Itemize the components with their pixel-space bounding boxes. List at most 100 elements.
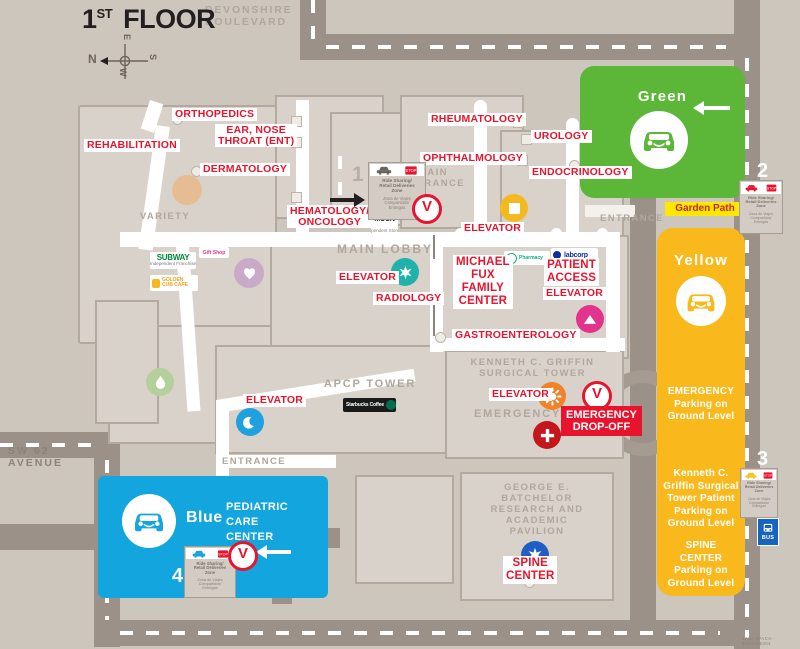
heart-icon <box>234 258 264 288</box>
road-dash-north <box>326 45 726 49</box>
west-notch <box>95 300 159 424</box>
half-moon-logo-sub: Independent Store Inc <box>371 228 398 233</box>
svg-text:STOP: STOP <box>767 186 777 190</box>
starbucks-logo-text: Starbucks Coffee <box>346 402 384 408</box>
compass-n: N <box>88 52 97 66</box>
valet-marker-blue[interactable]: V <box>228 541 258 571</box>
green-garage-car-icon <box>630 111 688 169</box>
valet-marker-main[interactable]: V <box>412 194 442 224</box>
pictogram-gastroenterology <box>435 332 446 343</box>
rideshare-sign-1-icons: STOP <box>370 164 424 176</box>
emergency-dropoff-label[interactable]: EMERGENCY DROP-OFF <box>561 406 642 437</box>
rideshare-sign-2[interactable]: STOP Ride Sharing/ Retail Deliveries Zon… <box>739 180 783 234</box>
gift-shop-logo[interactable]: Gift Shop <box>199 247 229 258</box>
label-dermatology[interactable]: DERMATOLOGY <box>200 163 291 176</box>
arrow-main-entrance <box>330 192 366 213</box>
blue-garage[interactable]: Blue PEDIATRIC CARE CENTER <box>98 476 328 598</box>
yellow-garage-car-icon <box>676 276 726 326</box>
compass-w: W <box>118 68 128 77</box>
street-label-sw62: SW 62 AVENUE <box>8 445 63 470</box>
emergency-label: EMERGENCY <box>473 408 562 420</box>
label-endocrinology[interactable]: ENDOCRINOLOGY <box>529 166 632 179</box>
labcorp-logo-text: labcorp <box>564 251 588 259</box>
title-floor-suffix: ST <box>96 6 113 21</box>
label-gastroenterology[interactable]: GASTROENTEROLOGY <box>452 329 580 342</box>
yellow-garage-body-spine: SPINE CENTER Parking on Ground Level <box>667 540 735 589</box>
variety-label: VARIETY <box>139 211 191 222</box>
label-elevator-yellow[interactable]: ELEVATOR <box>461 222 525 235</box>
road-dash-south <box>120 631 720 635</box>
yellow-garage[interactable]: Yellow EMERGENCY Parking on Ground Level… <box>657 228 745 596</box>
page-title: 1ST FLOOR <box>82 4 216 35</box>
svg-text:STOP: STOP <box>405 168 416 173</box>
corridor-main-horizontal <box>120 232 620 247</box>
emergency-cross-icon <box>533 421 561 449</box>
label-urology[interactable]: UROLOGY <box>531 130 592 143</box>
golden-cub-cafe-logo[interactable]: GOLDEN CUB CAFE <box>150 275 198 291</box>
garden-icon <box>146 368 174 396</box>
bus-stop-sign[interactable]: BUS <box>757 518 779 546</box>
street-label-devonshire: DEVONSHIRE BOULEVARD <box>205 4 293 29</box>
south-annex-building <box>355 475 454 584</box>
gift-shop-logo-text: Gift Shop <box>202 249 226 256</box>
label-spine-center[interactable]: SPINE CENTER <box>503 556 558 584</box>
yellow-garage-label: Yellow <box>674 252 728 269</box>
label-rehabilitation[interactable]: REHABILITATION <box>84 139 180 152</box>
rideshare-sign-2-title: Ride Sharing/ Retail Deliveries Zone <box>745 195 777 209</box>
main-lobby-label: MAIN LOBBY <box>337 242 433 256</box>
yellow-garage-body-surgical: Kenneth C. Griffin Surgical Tower Patien… <box>663 468 739 529</box>
bus-sign-label: BUS <box>761 535 775 541</box>
label-radiology[interactable]: RADIOLOGY <box>373 292 445 305</box>
label-elevator-pink[interactable]: ELEVATOR <box>543 287 607 300</box>
connector-michael-fux <box>433 235 435 259</box>
elevator-square-icon <box>500 194 528 222</box>
subway-logo-text: SUBWAY <box>156 253 190 263</box>
rideshare-sign-3-subtitle: Zona de Viajes Compartidos/ Entregas <box>747 497 771 509</box>
rideshare-sign-3[interactable]: STOP Ride Sharing/ Retail Deliveries Zon… <box>740 468 778 518</box>
title-floor-word: FLOOR <box>123 4 216 34</box>
label-elevator-teal[interactable]: ELEVATOR <box>336 271 400 284</box>
corridor-node-4 <box>597 228 608 239</box>
arrow-green-garage <box>690 100 730 121</box>
svg-text:STOP: STOP <box>764 473 772 477</box>
entrance-east-label: ENTRANCE <box>600 213 664 224</box>
label-elevator-orange[interactable]: ELEVATOR <box>489 388 553 401</box>
starbucks-logo[interactable]: Starbucks Coffee <box>343 398 396 412</box>
rideshare-sign-2-icons: STOP <box>741 182 781 194</box>
label-hematology-oncology[interactable]: HEMATOLOGY/ ONCOLOGY <box>287 205 373 229</box>
entrance-south-label: ENTRANCE <box>222 456 286 467</box>
rideshare-sign-4[interactable]: STOP Ride Sharing/ Retail Deliveries Zon… <box>184 546 236 598</box>
batchelor-pavilion-label: GEORGE E. BATCHELOR RESEARCH AND ACADEMI… <box>490 482 584 537</box>
label-ophthalmology[interactable]: OPHTHALMOLOGY <box>420 152 527 165</box>
corridor-south-entrance <box>216 455 336 468</box>
compass-s: S <box>148 54 158 61</box>
blue-garage-car-icon <box>122 494 176 548</box>
label-ent[interactable]: EAR, NOSE THROAT (ENT) <box>215 124 298 148</box>
label-elevator-blue[interactable]: ELEVATOR <box>243 394 307 407</box>
corridor-node-1 <box>455 228 466 239</box>
rideshare-sign-1-subtitle: Zona de Viajes Compartidos/ Entregas <box>383 196 411 210</box>
connector-gastro <box>433 300 435 336</box>
apcp-tower-building <box>215 345 449 454</box>
amenity-circle-icon-orange <box>172 175 202 205</box>
label-rheumatology[interactable]: RHEUMATOLOGY <box>428 113 526 126</box>
corridor-east-entrance <box>585 205 635 217</box>
main-entrance-label: MAIN ENTRANCE <box>401 167 465 189</box>
pictogram-hematology <box>291 192 302 203</box>
elevator-moon-icon <box>236 408 264 436</box>
golden-cub-cafe-logo-text: GOLDEN CUB CAFE <box>162 276 188 288</box>
garden-path-label: Garden Path <box>665 202 745 216</box>
road-dash-entrance <box>338 156 342 206</box>
svg-text:STOP: STOP <box>218 552 228 556</box>
corridor-east-vertical <box>606 232 620 352</box>
label-patient-access[interactable]: PATIENT ACCESS <box>544 258 600 286</box>
label-orthopedics[interactable]: ORTHOPEDICS <box>172 108 258 121</box>
green-garage-number: 2 <box>757 160 769 182</box>
label-michael-fux-family-center[interactable]: MICHAEL FUX FAMILY CENTER <box>453 255 513 309</box>
subway-logo[interactable]: SUBWAY Independent Franchise <box>150 252 196 269</box>
green-garage-label: Green <box>637 88 688 105</box>
pediatric-care-center-label: PEDIATRIC CARE CENTER <box>226 501 289 543</box>
rideshare-sign-1[interactable]: STOP Ride Sharing/ Retail Deliveries Zon… <box>368 162 426 220</box>
compass-e: E <box>122 34 132 41</box>
